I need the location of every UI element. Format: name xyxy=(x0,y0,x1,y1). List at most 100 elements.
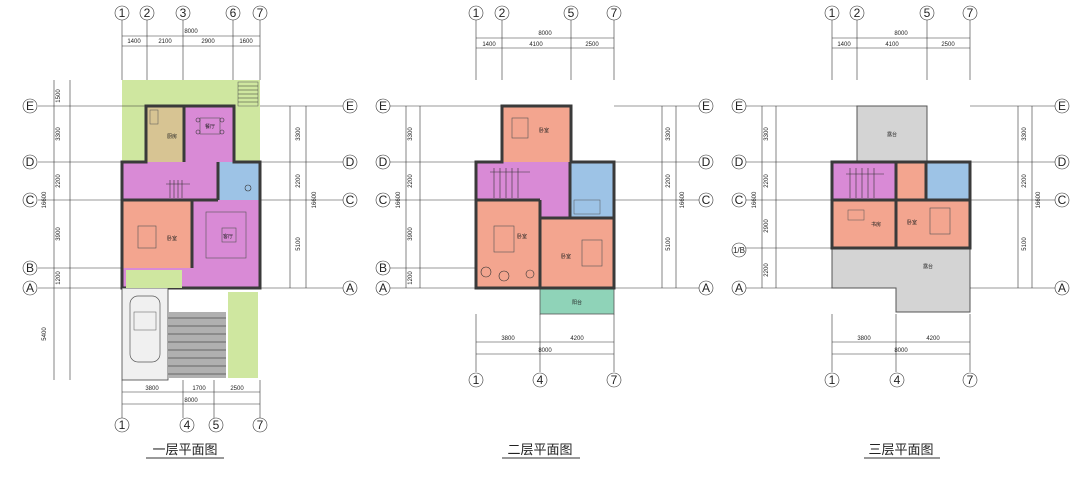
car-icon xyxy=(129,295,161,363)
dim-v: 5100 xyxy=(296,237,302,251)
dim-v: 3900 xyxy=(56,227,62,241)
study-room xyxy=(832,200,896,248)
dim-v: 1500 xyxy=(56,89,62,103)
axis-label: 4 xyxy=(894,373,901,387)
dim-v: 5100 xyxy=(666,237,672,251)
dim-seg: 4200 xyxy=(570,336,584,342)
row-label: E xyxy=(379,99,387,113)
room-label: 书房 xyxy=(871,221,881,228)
row-label: D xyxy=(26,155,35,169)
room-label: 厨房 xyxy=(167,133,177,140)
bedroom-room xyxy=(540,218,614,288)
dim-v-total: 16600 xyxy=(396,191,402,208)
dim-v: 2200 xyxy=(764,174,770,188)
dim-seg: 1400 xyxy=(127,39,141,45)
axis-label: 6 xyxy=(230,6,237,20)
room-label: 卧室 xyxy=(561,253,571,260)
f1-axis-bottom: 1 4 5 7 xyxy=(114,417,268,433)
f3-axis-bottom: 1 4 7 xyxy=(824,372,978,388)
row-label: E xyxy=(735,99,743,113)
row-label: E xyxy=(26,99,34,113)
paved-courtyard xyxy=(168,312,226,378)
f1-rows-left: E D C B A xyxy=(22,98,146,296)
dim-v: 2200 xyxy=(666,174,672,188)
row-label: C xyxy=(379,193,388,207)
second-floor-plan: 1 2 5 7 8000 1400 4100 2500 卧室 卧室 xyxy=(375,5,714,459)
room-label: 阳台 xyxy=(572,299,582,306)
dim-v: 3300 xyxy=(408,127,414,141)
room-label: 卧室 xyxy=(167,235,177,242)
row-label: C xyxy=(702,193,711,207)
axis-label: 2 xyxy=(144,6,151,20)
row-label: B xyxy=(26,261,34,275)
f2-axis-top: 1 2 5 7 xyxy=(468,5,622,21)
row-label: A xyxy=(379,281,387,295)
living-room xyxy=(192,200,260,288)
row-label: B xyxy=(379,261,387,275)
axis-label: 7 xyxy=(611,6,618,20)
room-label: 客厅 xyxy=(223,233,233,240)
dim-total: 8000 xyxy=(538,348,552,354)
dim-v: 5100 xyxy=(1022,237,1028,251)
stair-hall xyxy=(476,162,540,200)
row-label: A xyxy=(735,281,743,295)
bedroom-room xyxy=(122,200,192,268)
dim-v-total: 16600 xyxy=(42,191,48,208)
f3-rows-right: E D C A xyxy=(970,98,1070,296)
dim-total: 8000 xyxy=(538,31,552,37)
axis-label: 4 xyxy=(537,373,544,387)
dim-v: 2200 xyxy=(764,263,770,277)
dim-seg: 2900 xyxy=(201,39,215,45)
room-label: 露台 xyxy=(923,263,933,270)
dim-v: 2900 xyxy=(764,219,770,233)
bedroom-room xyxy=(502,106,571,162)
terrace-bottom xyxy=(831,247,971,313)
dim-seg: 2500 xyxy=(230,386,244,392)
second-floor-title: 二层平面图 xyxy=(507,442,572,457)
first-floor-title: 一层平面图 xyxy=(152,442,217,457)
dim-v: 3300 xyxy=(1022,127,1028,141)
row-label: D xyxy=(379,155,388,169)
row-label: D xyxy=(702,155,711,169)
kitchen-room xyxy=(146,106,184,162)
room-label: 卧室 xyxy=(539,127,549,134)
dim-v: 2200 xyxy=(408,174,414,188)
room-label: 露台 xyxy=(887,131,897,138)
axis-label: 7 xyxy=(611,373,618,387)
bathroom-room xyxy=(926,162,970,200)
f2-rows-right: E D C A xyxy=(614,98,714,296)
f3-rows-left: E D C 1/B A xyxy=(731,98,857,296)
garden-side xyxy=(228,292,258,378)
row-label: A xyxy=(346,281,354,295)
row-label: E xyxy=(702,99,710,113)
axis-label: 7 xyxy=(257,418,264,432)
axis-label: 1 xyxy=(829,6,836,20)
f2-axis-bottom: 1 4 7 xyxy=(468,372,622,388)
dim-v: 5400 xyxy=(42,327,48,341)
dim-v: 3300 xyxy=(56,127,62,141)
dim-total: 8000 xyxy=(184,398,198,404)
row-label: C xyxy=(346,193,355,207)
row-label: E xyxy=(1058,99,1066,113)
dim-seg: 1400 xyxy=(482,42,496,48)
axis-label: 5 xyxy=(213,418,220,432)
dim-seg: 2500 xyxy=(585,42,599,48)
dim-seg: 1700 xyxy=(192,386,206,392)
dim-v: 1200 xyxy=(56,271,62,285)
dim-seg: 1400 xyxy=(837,42,851,48)
dim-seg: 3800 xyxy=(501,336,515,342)
dim-v: 2200 xyxy=(296,174,302,188)
bedroom-room xyxy=(476,200,540,288)
room-label: 餐厅 xyxy=(205,123,215,130)
dim-v: 2200 xyxy=(1022,174,1028,188)
axis-label: 1 xyxy=(119,6,126,20)
third-floor-title: 三层平面图 xyxy=(868,442,933,457)
axis-label: 1 xyxy=(473,6,480,20)
first-floor-plan: 1 2 3 6 7 8000 1400 2100 2900 1600 厨房 xyxy=(22,5,358,459)
row-label: C xyxy=(1058,193,1067,207)
row-label: E xyxy=(346,99,354,113)
dim-v: 3300 xyxy=(764,127,770,141)
row-label: C xyxy=(735,193,744,207)
axis-label: 3 xyxy=(180,6,187,20)
